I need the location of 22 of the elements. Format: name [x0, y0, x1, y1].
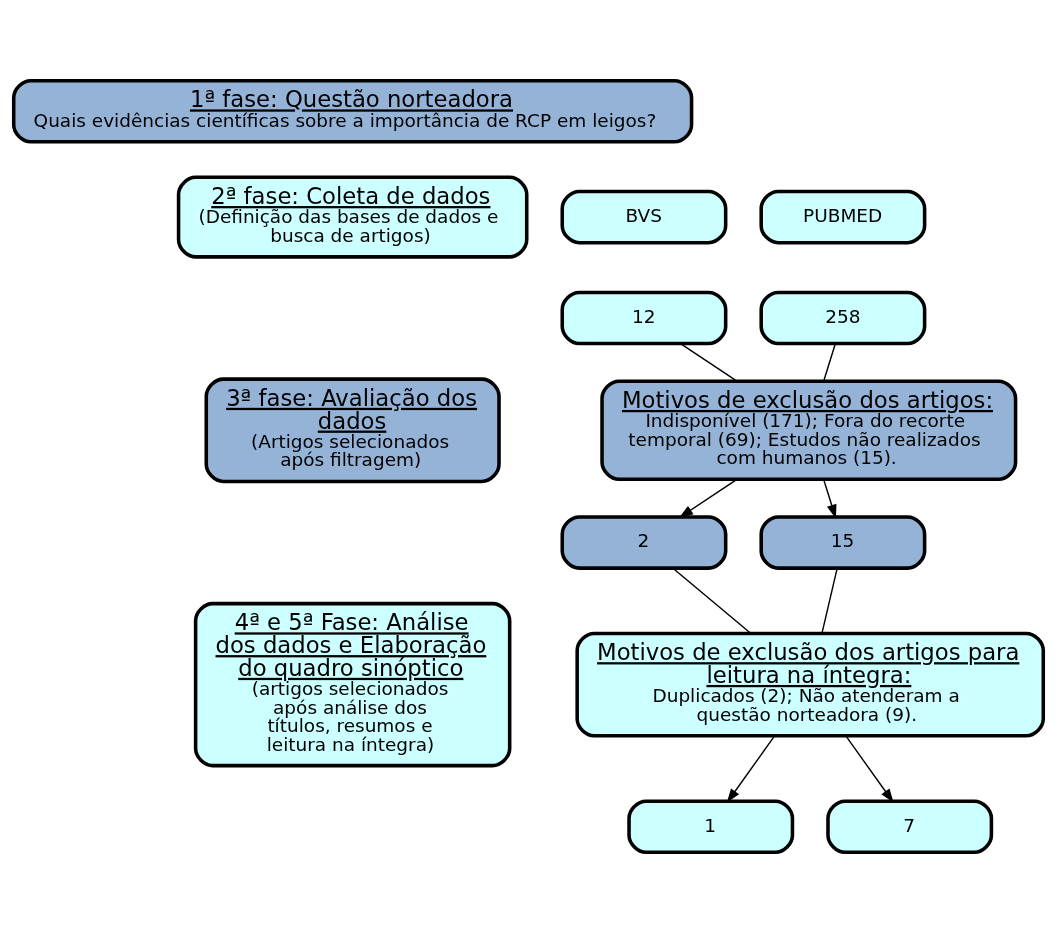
node-box: BVS [560, 189, 728, 244]
node-box: 1 [627, 798, 795, 854]
arrow [726, 734, 776, 803]
node-box: 258 [759, 290, 927, 345]
node-box: 3ª fase: Avaliação dos dados (Artigos selecionados após filtragem) [204, 376, 501, 483]
node-box: 2 [560, 514, 728, 570]
node-box: 4ª e 5ª Fase: Análise dos dados e Elaboração do quadro sinóptico (artigos selecionados após análise dos títulos, resumos e leitura na íntegra) [193, 601, 512, 767]
connector [679, 342, 738, 382]
node-box: 1ª fase: Questão norteadora Quais evidências científicas sobre a importância de RCP em leigos? [11, 78, 694, 144]
connector [672, 567, 752, 634]
arrow [678, 478, 738, 518]
node-box: Motivos de exclusão dos artigos para leitura na íntegra: Duplicados (2); Não atenderam a questão norteadora (9). [575, 631, 1046, 738]
connector [823, 342, 837, 382]
arrow [822, 478, 837, 519]
node-box: 15 [759, 514, 927, 570]
node-box: 2ª fase: Coleta de dados (Definição das bases de dados e busca de artigos) [176, 175, 529, 259]
node-box: 7 [826, 798, 994, 854]
node-box: PUBMED [759, 189, 927, 244]
arrow [845, 734, 894, 803]
node-box: 12 [560, 290, 728, 345]
node-box: Motivos de exclusão dos artigos: Indisponível (171); Fora do recorte temporal (69); Estudos não realizados com humanos (15). [600, 378, 1018, 481]
connector [821, 567, 838, 634]
